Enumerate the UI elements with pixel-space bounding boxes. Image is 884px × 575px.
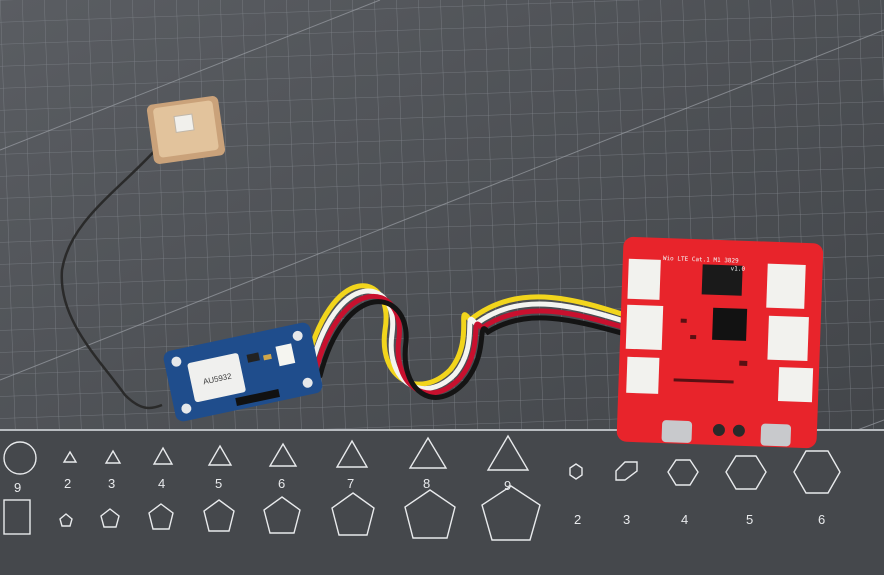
mat-template-band bbox=[0, 430, 884, 575]
grove-connector bbox=[275, 343, 296, 367]
grove-connector bbox=[766, 263, 806, 309]
mat-numbers: 9 2 3 4 5 6 7 8 9 2 3 4 5 6 bbox=[14, 476, 825, 527]
usb-c-port bbox=[760, 423, 792, 447]
grove-connector bbox=[627, 258, 661, 300]
mat-number: 8 bbox=[423, 476, 430, 491]
grove-connector bbox=[767, 315, 809, 362]
mat-number: 4 bbox=[681, 512, 688, 527]
boot-button bbox=[732, 424, 745, 437]
mat-number: 4 bbox=[158, 476, 165, 491]
mat-number: 9 bbox=[504, 478, 511, 493]
mat-number: 7 bbox=[347, 476, 354, 491]
mat-number: 6 bbox=[818, 512, 825, 527]
board-version-label: v1.0 bbox=[730, 265, 745, 273]
template-shapes bbox=[3, 434, 841, 541]
wio-lte-board: Wio LTE Cat.1 M1 3829 v1.0 bbox=[616, 236, 824, 449]
mat-number: 5 bbox=[746, 512, 753, 527]
grove-connector bbox=[626, 356, 660, 394]
board-silkscreen-label: Wio LTE Cat.1 M1 3829 bbox=[663, 255, 739, 265]
gps-patch-antenna bbox=[146, 96, 226, 164]
mat-number: 9 bbox=[14, 480, 21, 495]
mat-number: 2 bbox=[64, 476, 71, 491]
mat-number: 3 bbox=[623, 512, 630, 527]
board-chip bbox=[712, 307, 748, 341]
grove-connector bbox=[777, 367, 814, 403]
grove-connector bbox=[625, 304, 664, 350]
reset-button bbox=[712, 424, 725, 437]
grove-cable bbox=[302, 283, 643, 400]
antenna-cable bbox=[60, 144, 163, 410]
gnss-chip bbox=[187, 353, 246, 403]
mat-number: 6 bbox=[278, 476, 285, 491]
usb-c-port bbox=[661, 420, 693, 443]
mat-number: 3 bbox=[108, 476, 115, 491]
gnss-module: AU5932 bbox=[163, 322, 323, 422]
board-chip bbox=[701, 264, 743, 296]
mat-number: 5 bbox=[215, 476, 222, 491]
mat-number: 2 bbox=[574, 512, 581, 527]
